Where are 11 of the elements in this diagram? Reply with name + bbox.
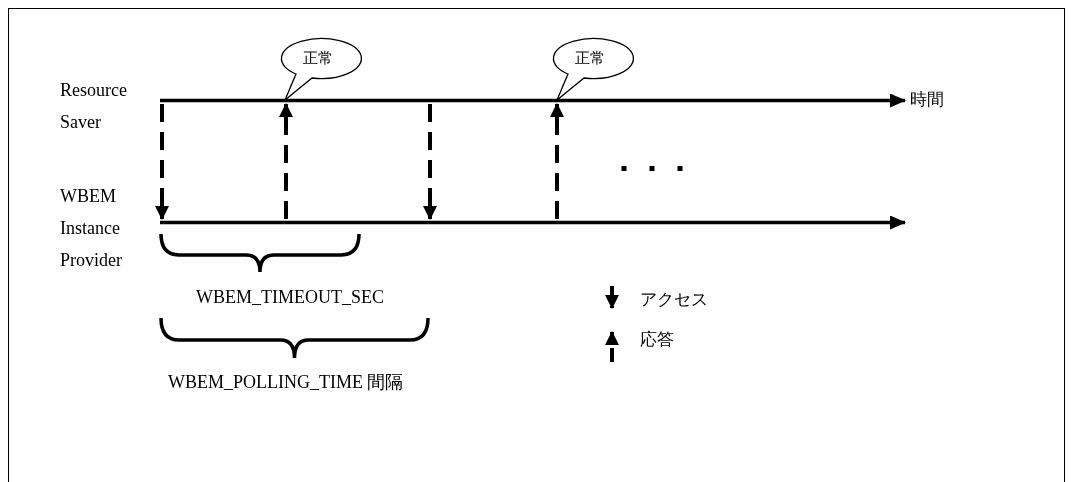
legend-label: 応答 xyxy=(640,328,674,351)
dashed-arrow xyxy=(550,103,564,219)
dashed-arrow xyxy=(279,103,293,219)
brace-label: WBEM_POLLING_TIME 間隔 xyxy=(168,371,404,394)
axis-label: 時間 xyxy=(910,88,944,111)
legend-label: アクセス xyxy=(640,288,708,311)
lane-label: WBEM Instance Provider xyxy=(60,180,156,276)
dashed-arrow xyxy=(155,104,169,220)
brace-label: WBEM_TIMEOUT_SEC xyxy=(196,287,384,308)
dashed-arrow xyxy=(423,104,437,220)
lane-label: Resource Saver xyxy=(60,74,150,138)
